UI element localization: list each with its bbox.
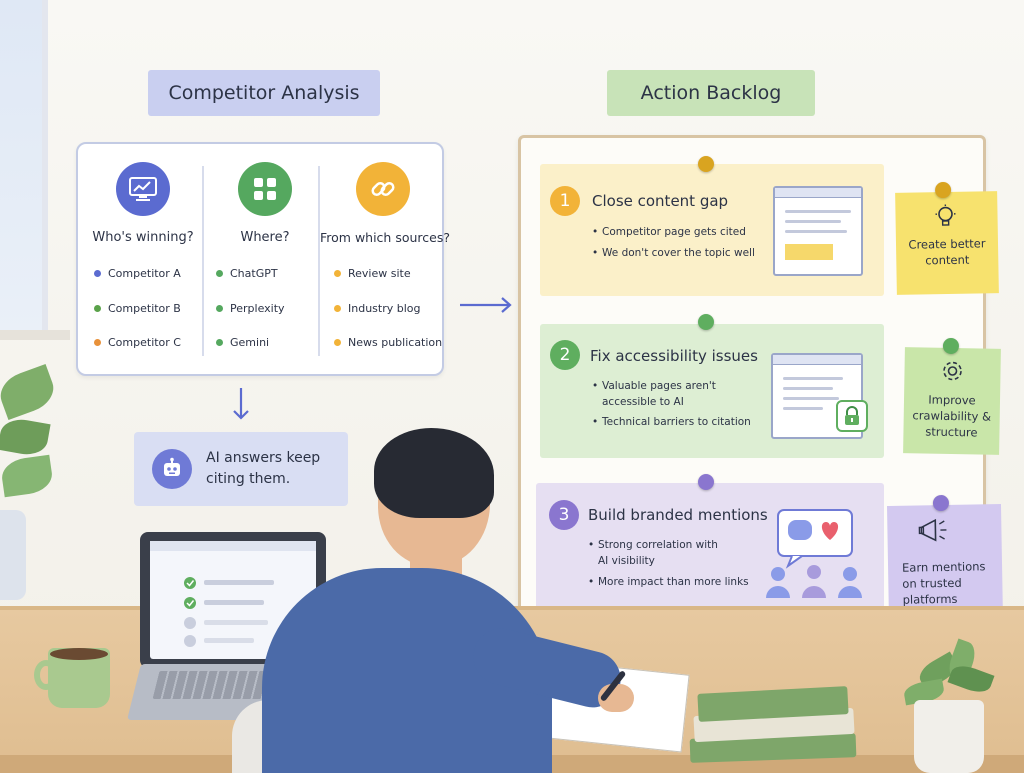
bullet-dot <box>334 305 341 312</box>
list-item-label: Review site <box>348 267 411 280</box>
robot-icon <box>152 449 192 489</box>
pin-icon <box>698 156 714 172</box>
bullet-dot <box>216 339 223 346</box>
list-item: Gemini <box>216 336 269 349</box>
window <box>0 0 48 340</box>
sticky-note-text: Earn mentions on trusted platforms <box>901 559 986 607</box>
list-item: Perplexity <box>216 302 285 315</box>
gear-icon <box>943 361 962 381</box>
window-sill <box>0 330 70 340</box>
card-title: Close content gap <box>592 192 729 210</box>
list-item: Competitor A <box>94 267 181 280</box>
browser-window-illustration <box>773 186 863 276</box>
competitor-analysis-panel: Who's winning? Competitor A Competitor B… <box>76 142 450 376</box>
list-item-label: News publication <box>348 336 443 349</box>
plant-pot <box>914 700 984 773</box>
card-bullet: More impact than more links <box>588 574 758 590</box>
list-item-label: Industry blog <box>348 302 421 315</box>
list-item-label: Competitor A <box>108 267 181 280</box>
column-heading: Where? <box>240 230 290 245</box>
list-item: News publication <box>334 336 442 349</box>
column-who-winning: Who's winning? Competitor A Competitor B… <box>84 144 202 374</box>
sticky-note-text: Improve crawlability & structure <box>912 392 992 440</box>
community-chat-icon <box>766 509 862 598</box>
ai-answers-callout: AI answers keep citing them. <box>134 432 348 506</box>
list-item: Review site <box>334 267 411 280</box>
card-bullet: Valuable pages aren't accessible to AI <box>592 378 732 410</box>
bullet-dot <box>334 270 341 277</box>
column-divider <box>318 166 320 356</box>
pin-icon <box>942 337 960 355</box>
card-bullet: Competitor page gets cited <box>592 224 772 240</box>
megaphone-icon <box>918 518 947 542</box>
left-plant-pot <box>0 510 26 600</box>
column-divider <box>202 166 204 356</box>
list-item: Industry blog <box>334 302 421 315</box>
sticky-note-text: Create better content <box>908 236 986 268</box>
column-where: Where? ChatGPT Perplexity Gemini <box>206 144 324 374</box>
pin-icon <box>698 474 714 490</box>
list-item: Competitor C <box>94 336 181 349</box>
competitor-analysis-title: Competitor Analysis <box>148 70 380 116</box>
arrow-right-icon <box>460 297 512 313</box>
bullet-dot <box>216 270 223 277</box>
step-number-badge: 1 <box>550 186 580 216</box>
list-item-label: Perplexity <box>230 302 285 315</box>
column-sources: From which sources? Review site Industry… <box>320 144 450 374</box>
step-number-badge: 2 <box>550 340 580 370</box>
lock-icon <box>836 400 868 432</box>
list-item-label: Gemini <box>230 336 270 349</box>
bullet-dot <box>94 270 101 277</box>
column-heading: From which sources? <box>320 230 450 245</box>
person-hair <box>374 428 494 518</box>
step-number-badge: 3 <box>549 500 579 530</box>
column-heading: Who's winning? <box>92 230 194 245</box>
list-item-label: Competitor B <box>108 302 181 315</box>
chart-monitor-icon <box>116 162 170 216</box>
bullet-dot <box>94 305 101 312</box>
ai-answers-text: AI answers keep citing them. <box>206 450 321 487</box>
pin-icon <box>698 314 714 330</box>
list-item-label: Competitor C <box>108 336 181 349</box>
card-bullet: Technical barriers to citation <box>592 414 762 430</box>
bullet-dot <box>94 339 101 346</box>
pin-icon <box>934 181 952 199</box>
arrow-down-icon <box>233 388 249 420</box>
card-bullet: Strong correlation with AI visibility <box>588 537 728 569</box>
sticky-note-earn-mentions: Earn mentions on trusted platforms <box>886 494 1004 622</box>
lightbulb-icon <box>935 204 956 226</box>
bullet-dot <box>334 339 341 346</box>
link-icon <box>356 162 410 216</box>
list-item: Competitor B <box>94 302 181 315</box>
sticky-note-create-content: Create better content <box>895 181 999 295</box>
card-title: Fix accessibility issues <box>590 347 758 365</box>
sticky-note-improve-crawlability: Improve crawlability & structure <box>903 337 1001 455</box>
browser-window-illustration <box>771 353 863 439</box>
bullet-dot <box>216 305 223 312</box>
pin-icon <box>932 494 950 512</box>
card-bullet: We don't cover the topic well <box>592 245 782 261</box>
grid-apps-icon <box>238 162 292 216</box>
card-title: Build branded mentions <box>588 506 768 524</box>
list-item-label: ChatGPT <box>230 267 278 280</box>
list-item: ChatGPT <box>216 267 278 280</box>
coffee <box>50 648 108 660</box>
action-backlog-title: Action Backlog <box>607 70 815 116</box>
